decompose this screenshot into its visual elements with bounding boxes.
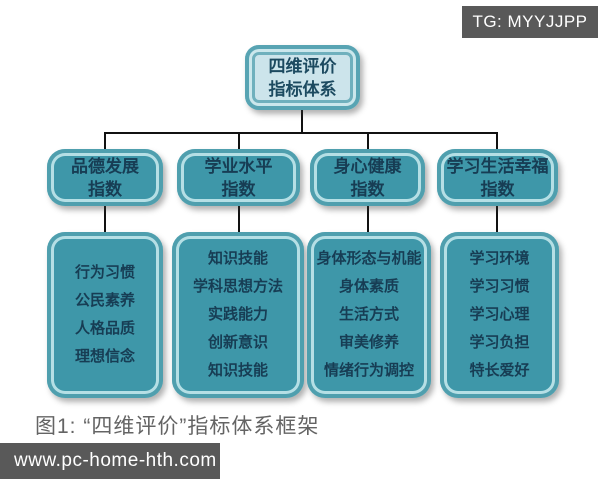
leaf-item: 学习环境: [469, 250, 530, 267]
leaf-item: 学习心理: [469, 306, 530, 323]
connector-drop-mid-3: [367, 206, 369, 233]
leaf-item: 创新意识: [207, 334, 268, 351]
level2-box-academic-level-index: 学业水平 指数: [177, 149, 300, 206]
connector-drop-top-3: [367, 133, 369, 149]
leaf-item: 学习负担: [469, 334, 530, 351]
leaf-item: 公民素养: [74, 292, 135, 309]
connector-drop-mid-2: [238, 206, 240, 233]
leaf-item: 学习习惯: [469, 278, 530, 295]
leaf-item: 人格品质: [74, 320, 135, 337]
leaf-item: 理想信念: [74, 348, 135, 365]
tg-contact-badge: TG: MYYJJPP: [462, 6, 598, 38]
leaf-item: 学科思想方法: [192, 278, 283, 295]
connector-drop-top-2: [238, 133, 240, 149]
leaf-item: 身体形态与机能: [316, 250, 422, 267]
figure-caption: 图1: “四维评价”指标体系框架: [35, 415, 320, 438]
connector-drop-top-1: [104, 133, 106, 149]
root-node-four-dimension-evaluation: 四维评价 指标体系: [245, 45, 360, 110]
website-watermark: www.pc-home-hth.com: [0, 443, 220, 479]
leaf-item: 知识技能: [207, 250, 268, 267]
level2-box-moral-development-index: 品德发展 指数: [47, 149, 163, 206]
level2-box-physical-mental-health-index: 身心健康 指数: [310, 149, 425, 206]
leaf-item: 情绪行为调控: [323, 362, 414, 379]
connector-drop-mid-4: [496, 206, 498, 233]
leaf-item: 知识技能: [207, 362, 268, 379]
level3-box-moral-items: 行为习惯 公民素养 人格品质 理想信念: [47, 232, 163, 398]
leaf-item: 身体素质: [338, 278, 399, 295]
leaf-item: 行为习惯: [74, 264, 135, 281]
level3-box-happiness-items: 学习环境 学习习惯 学习心理 学习负担 特长爱好: [440, 232, 559, 398]
connector-drop-top-4: [496, 133, 498, 149]
connector-drop-mid-1: [104, 206, 106, 233]
leaf-item: 特长爱好: [469, 362, 530, 379]
connector-branch-rail: [104, 132, 498, 134]
leaf-item: 审美修养: [338, 334, 399, 351]
leaf-item: 实践能力: [207, 306, 268, 323]
leaf-item: 生活方式: [338, 306, 399, 323]
level2-box-study-life-happiness-index: 学习生活幸福 指数: [437, 149, 558, 206]
level3-box-health-items: 身体形态与机能 身体素质 生活方式 审美修养 情绪行为调控: [307, 232, 431, 398]
level3-box-academic-items: 知识技能 学科思想方法 实践能力 创新意识 知识技能: [172, 232, 304, 398]
connector-root-drop: [301, 110, 303, 133]
